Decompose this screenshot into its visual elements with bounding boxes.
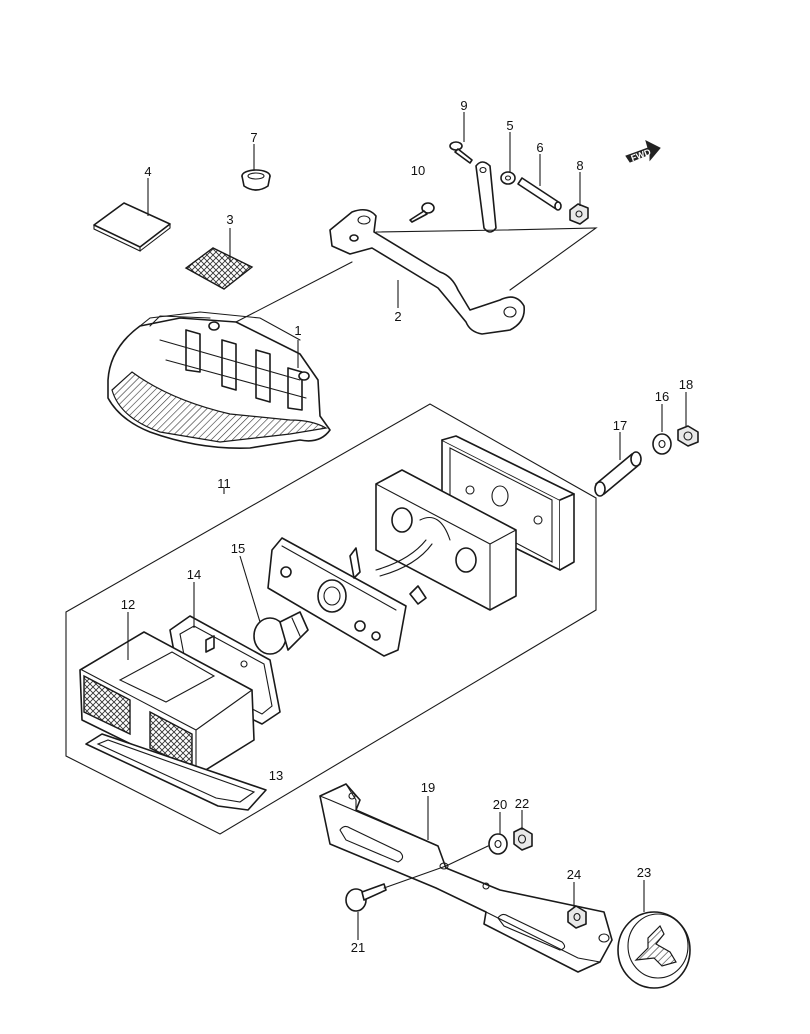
part-18-nut <box>677 425 699 447</box>
part-17-spacer <box>594 451 642 497</box>
part-6-collar-pin <box>517 177 562 211</box>
part-rear-gasket <box>441 435 575 571</box>
callout-24: 24 <box>567 867 581 882</box>
part-2-bracket <box>329 208 526 335</box>
callout-14: 14 <box>187 567 201 582</box>
callout-3: 3 <box>226 212 233 227</box>
callout-22: 22 <box>515 796 529 811</box>
callout-6: 6 <box>536 140 543 155</box>
callout-5: 5 <box>506 118 513 133</box>
callout-16: 16 <box>655 389 669 404</box>
callout-17: 17 <box>613 418 627 433</box>
part-stay-rod <box>475 161 497 233</box>
callout-8: 8 <box>576 158 583 173</box>
part-12-lens <box>79 631 255 777</box>
part-10-screw <box>409 202 435 223</box>
callout-12: 12 <box>121 597 135 612</box>
part-19-license-bracket <box>319 783 613 973</box>
bracket-assembly-line <box>375 227 598 291</box>
part-9-screw <box>449 141 473 164</box>
callout-23: 23 <box>637 865 651 880</box>
callout-15: 15 <box>231 541 245 556</box>
callout-4: 4 <box>144 164 151 179</box>
part-20-washer <box>488 833 508 855</box>
part-7-grommet <box>241 169 271 191</box>
fwd-direction-arrow: FWD <box>625 140 661 164</box>
callout-9: 9 <box>460 98 467 113</box>
callout-10: 10 <box>411 163 425 178</box>
part-1-taillight <box>107 311 331 449</box>
callout-1: 1 <box>294 323 301 338</box>
callout-labels: 1 2 3 4 5 6 7 8 9 10 11 12 13 14 15 16 1… <box>121 98 693 955</box>
part-8-nut <box>569 203 589 225</box>
callout-7: 7 <box>250 130 257 145</box>
assembly-line-bolt <box>383 865 447 889</box>
part-4-pad <box>93 202 171 252</box>
callout-2: 2 <box>394 309 401 324</box>
callout-13: 13 <box>269 768 283 783</box>
part-21-bolt <box>345 883 387 912</box>
part-15-bulb <box>253 611 309 655</box>
callout-leaders <box>127 112 687 940</box>
assembly-line-washer <box>445 845 489 867</box>
callout-11: 11 <box>217 476 231 491</box>
part-22-nut <box>513 827 533 851</box>
callout-20: 20 <box>493 797 507 812</box>
part-24-nut <box>567 905 587 929</box>
fwd-label: FWD <box>629 147 652 164</box>
callout-19: 19 <box>421 780 435 795</box>
part-5-washer <box>500 171 516 185</box>
part-13-gasket <box>85 733 267 811</box>
part-23-reflector <box>617 911 691 989</box>
part-socket-plate <box>267 537 433 657</box>
part-lamp-housing-frame <box>375 469 517 611</box>
assembly-line-1 <box>235 261 353 323</box>
part-3-reflector-pad <box>184 247 254 290</box>
callout-18: 18 <box>679 377 693 392</box>
callout-21: 21 <box>351 940 365 955</box>
license-light-subassembly-outline <box>65 403 597 835</box>
part-16-washer <box>652 433 672 455</box>
